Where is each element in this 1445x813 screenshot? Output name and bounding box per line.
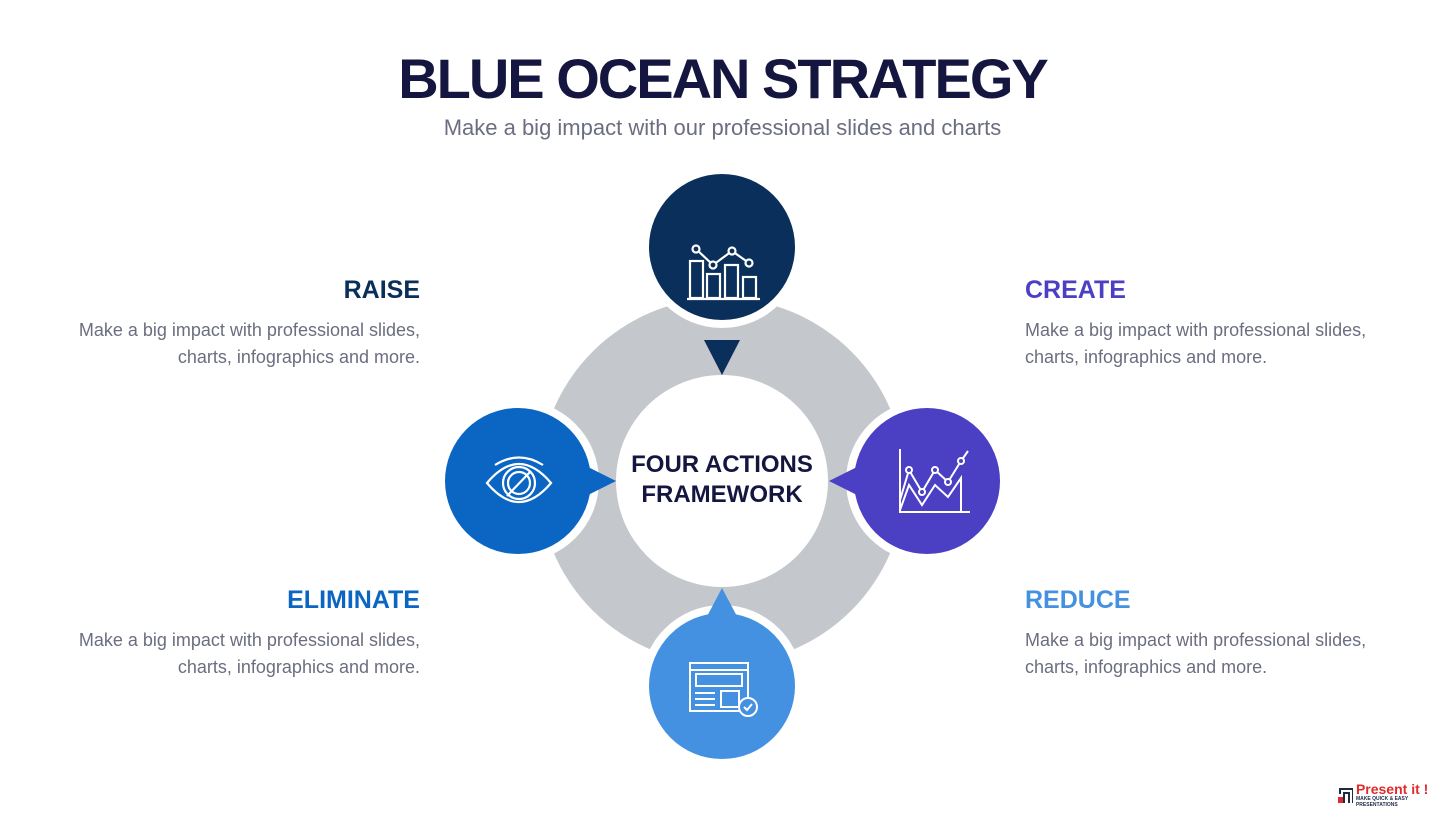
growth-line-chart-icon — [899, 449, 970, 513]
reduce-title: REDUCE — [1025, 586, 1131, 614]
create-title: CREATE — [1025, 276, 1126, 304]
raise-block: RAISE Make a big impact with professiona… — [60, 276, 420, 371]
create-block: CREATE Make a big impact with profession… — [1025, 276, 1385, 371]
page-subtitle: Make a big impact with our professional … — [443, 115, 1002, 140]
logo-brand: Present it ! — [1355, 781, 1429, 797]
center-circle — [616, 375, 828, 587]
raise-text: Make a big impact with professional slid… — [78, 320, 420, 367]
raise-node — [641, 166, 803, 375]
reduce-text: Make a big impact with professional slid… — [1025, 630, 1367, 677]
web-settings-icon — [689, 662, 758, 717]
eliminate-title: ELIMINATE — [287, 586, 420, 614]
logo-mark-icon — [1338, 788, 1353, 803]
center-line-2: FRAMEWORK — [641, 481, 803, 508]
create-text: Make a big impact with professional slid… — [1025, 320, 1367, 367]
eliminate-text: Make a big impact with professional slid… — [78, 630, 420, 677]
reduce-node — [641, 588, 803, 767]
center-label: FOUR ACTIONS FRAMEWORK — [617, 450, 827, 510]
eliminate-node — [437, 400, 616, 562]
present-it-logo: Present it ! MAKE QUICK & EASY PRESENTAT… — [1338, 782, 1445, 808]
page-title: BLUE OCEAN STRATEGY — [398, 47, 1049, 110]
logo-tagline: MAKE QUICK & EASY PRESENTATIONS — [1355, 796, 1409, 808]
center-line-1: FOUR ACTIONS — [631, 451, 813, 478]
eliminate-block: ELIMINATE Make a big impact with profess… — [60, 586, 420, 681]
bar-line-chart-icon — [687, 244, 760, 301]
reduce-block: REDUCE Make a big impact with profession… — [1025, 586, 1385, 681]
create-node — [829, 400, 1008, 562]
raise-title: RAISE — [343, 276, 420, 304]
eye-icon — [485, 456, 553, 504]
